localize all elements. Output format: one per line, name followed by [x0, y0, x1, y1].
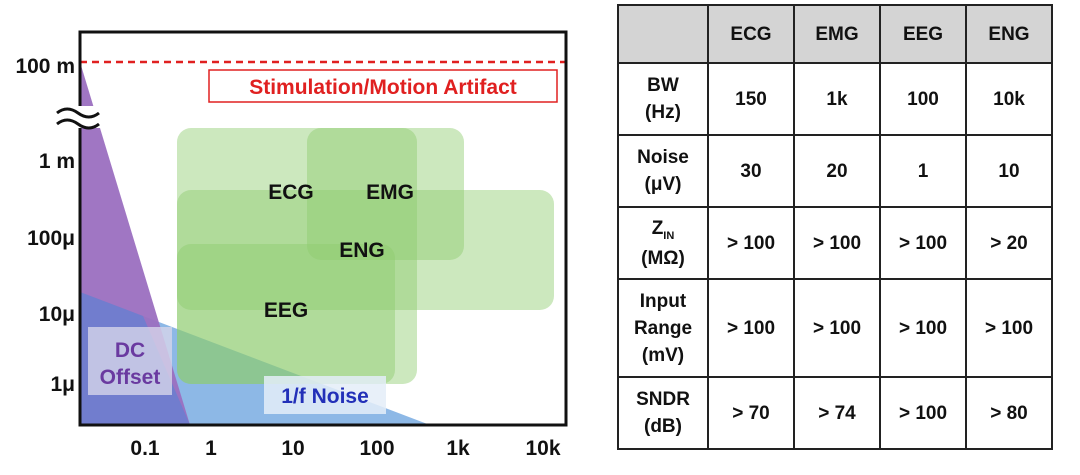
- table-cell: > 20: [965, 206, 1053, 280]
- x-tick-label: 1k: [446, 437, 470, 460]
- eng-region: [177, 190, 554, 310]
- x-tick-label: 10: [281, 437, 304, 460]
- table-cell: > 100: [879, 278, 967, 378]
- row-header-line: Noise: [637, 147, 689, 168]
- table-cell: 1k: [793, 62, 881, 136]
- signal-spectrum-diagram: DC Offset 1/f Noise ECG EMG ENG EEG Stim…: [15, 30, 568, 460]
- y-tick-label: 10μ: [39, 303, 75, 326]
- column-header: ENG: [965, 4, 1053, 64]
- row-header: SNDR (dB): [617, 376, 709, 450]
- flicker-noise-label-box: [264, 376, 386, 414]
- table-cell: > 100: [879, 376, 967, 450]
- dc-offset-label-line2: Offset: [100, 366, 161, 389]
- row-header-line: (mV): [641, 344, 685, 366]
- row-header-subscript: IN: [663, 229, 675, 242]
- table-cell: > 70: [707, 376, 795, 450]
- table-cell: > 100: [879, 206, 967, 280]
- emg-label: EMG: [366, 181, 414, 204]
- row-header-line: Input: [639, 290, 687, 312]
- eeg-region: [177, 244, 395, 384]
- dc-offset-label-line1: DC: [115, 339, 145, 362]
- table-header-row: ECG EMG EEG ENG: [617, 4, 1053, 64]
- table-cell: > 100: [707, 278, 795, 378]
- x-tick-label: 10k: [525, 437, 560, 460]
- artifact-label: Stimulation/Motion Artifact: [249, 76, 517, 99]
- plot-frame: [78, 30, 568, 427]
- table-cell: > 80: [965, 376, 1053, 450]
- eeg-label: EEG: [264, 299, 308, 322]
- table-row: ZIN (MΩ) > 100 > 100 > 100 > 20: [617, 206, 1053, 280]
- ecg-region: [177, 128, 417, 384]
- y-tick-label: 100μ: [27, 227, 75, 250]
- table-corner-cell: [617, 4, 709, 64]
- table-row: Input Range (mV) > 100 > 100 > 100 > 100: [617, 278, 1053, 378]
- signal-spec-table: ECG EMG EEG ENG BW (Hz) 150 1k 100 10k N…: [617, 4, 1053, 450]
- row-header: Input Range (mV): [617, 278, 709, 378]
- row-header-line: BW: [647, 75, 679, 96]
- y-tick-label: 100 m: [15, 55, 75, 78]
- table-cell: 150: [707, 62, 795, 136]
- x-tick-label: 100: [359, 437, 394, 460]
- x-tick-label: 0.1: [130, 437, 160, 460]
- row-header-line: (μV): [644, 174, 682, 195]
- row-header-line: SNDR: [636, 389, 690, 410]
- row-header: ZIN (MΩ): [617, 206, 709, 280]
- y-tick-label: 1 m: [39, 150, 75, 173]
- table-cell: 1: [879, 134, 967, 208]
- column-header: EEG: [879, 4, 967, 64]
- table-cell: 10: [965, 134, 1053, 208]
- table-cell: > 100: [707, 206, 795, 280]
- x-tick-label: 1: [205, 437, 217, 460]
- artifact-label-box: [208, 69, 558, 103]
- table-cell: > 100: [793, 278, 881, 378]
- eng-label: ENG: [339, 239, 385, 262]
- table-cell: 30: [707, 134, 795, 208]
- ecg-label: ECG: [268, 181, 314, 204]
- table-cell: > 100: [965, 278, 1053, 378]
- table-cell: 100: [879, 62, 967, 136]
- table-cell: 20: [793, 134, 881, 208]
- row-header-line: (Hz): [645, 102, 681, 123]
- axis-break-mask: [55, 106, 101, 128]
- table-row: SNDR (dB) > 70 > 74 > 100 > 80: [617, 376, 1053, 450]
- column-header: EMG: [793, 4, 881, 64]
- row-header-line: (dB): [644, 416, 682, 437]
- row-header-main: Z: [651, 217, 664, 239]
- y-tick-label: 1μ: [50, 373, 75, 396]
- row-header: Noise (μV): [617, 134, 709, 208]
- flicker-noise-label: 1/f Noise: [281, 385, 369, 408]
- dc-offset-label-box: [88, 327, 172, 395]
- row-header: BW (Hz): [617, 62, 709, 136]
- table-row: BW (Hz) 150 1k 100 10k: [617, 62, 1053, 136]
- column-header: ECG: [707, 4, 795, 64]
- axis-break-icon: [56, 107, 100, 130]
- row-header-unit: (MΩ): [641, 247, 685, 269]
- table-row: Noise (μV) 30 20 1 10: [617, 134, 1053, 208]
- table-cell: > 74: [793, 376, 881, 450]
- table-cell: 10k: [965, 62, 1053, 136]
- row-header-line: Range: [633, 317, 693, 339]
- emg-region: [307, 128, 464, 260]
- table-cell: > 100: [793, 206, 881, 280]
